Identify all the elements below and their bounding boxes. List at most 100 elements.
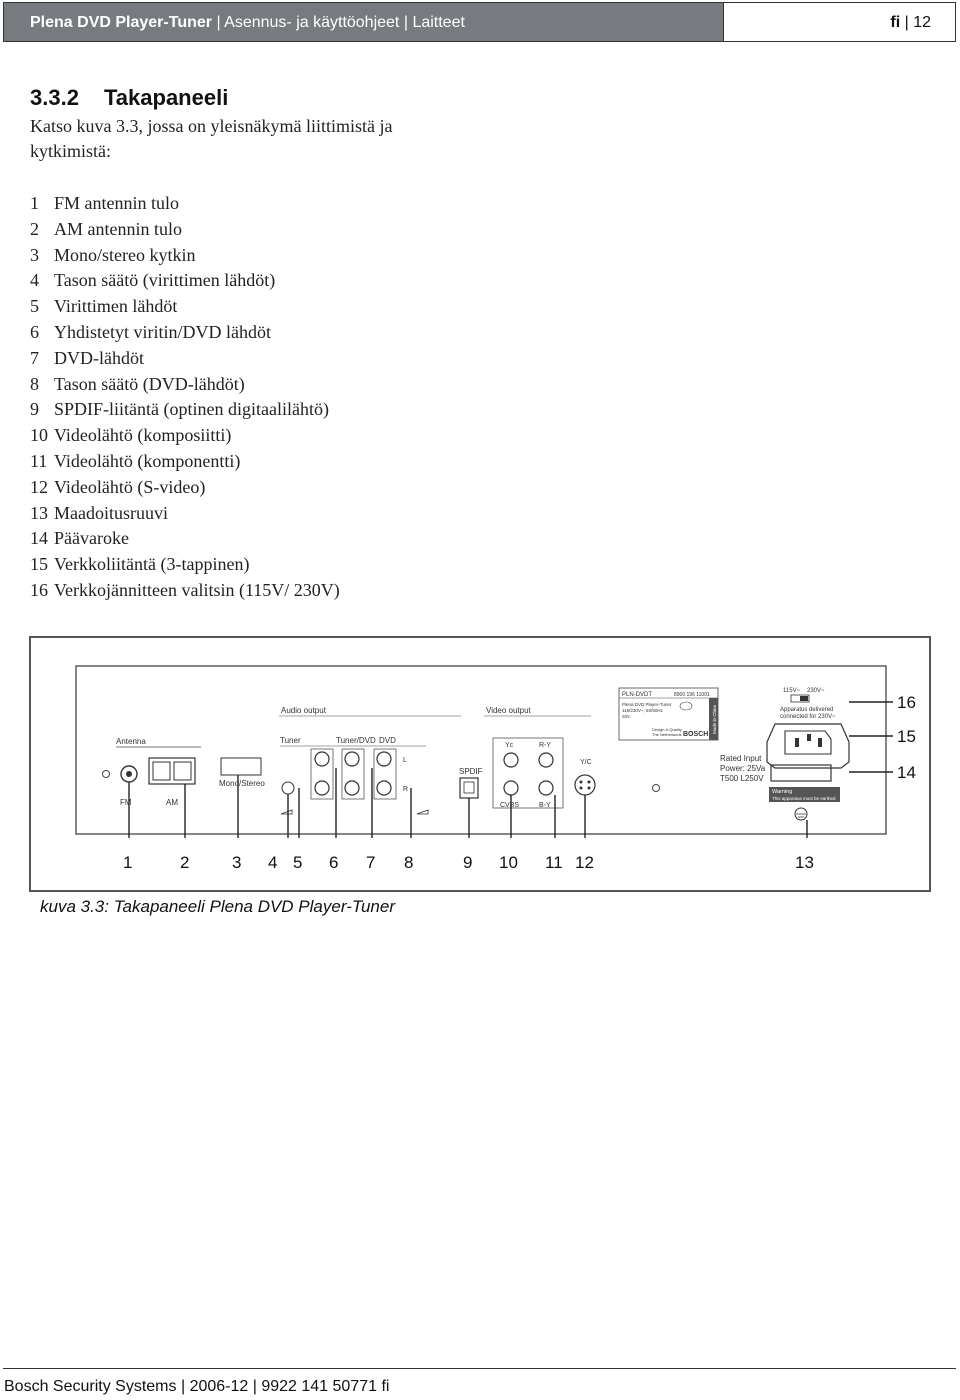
header-product: Plena DVD Player-Tuner	[30, 14, 212, 31]
figure-caption: kuva 3.3: Takapaneeli Plena DVD Player-T…	[40, 897, 395, 916]
header-page-info: fi | 12	[724, 2, 956, 42]
list-item: 15 Verkkoliitäntä (3-tappinen)	[30, 552, 340, 578]
callout-8: 8	[404, 853, 413, 872]
tuner-dvd-label: Tuner/DVD	[336, 736, 376, 745]
power-label: Power: 25Va	[720, 764, 766, 773]
mono-stereo-label: Mono/Stereo	[219, 779, 265, 788]
dvd-output-frame	[373, 748, 397, 800]
fuse-rating-label: T500 L250V	[720, 774, 764, 783]
rca-connectors	[314, 751, 392, 796]
screw-hole	[652, 784, 660, 792]
am-connector	[148, 757, 196, 785]
footer-lang: fi	[381, 1378, 390, 1395]
list-item: 2 AM antennin tulo	[30, 217, 340, 243]
callout-leaders	[128, 701, 893, 838]
footer-separator: |	[180, 1378, 190, 1395]
callout-13: 13	[795, 853, 814, 872]
header-separator: |	[403, 14, 413, 31]
callout-3: 3	[232, 853, 241, 872]
list-item-text: Tason säätö (DVD-lähdöt)	[54, 373, 245, 394]
list-item-number: 14	[30, 528, 48, 549]
230v-label: 230V~	[807, 688, 825, 694]
list-item-text: Videolähtö (komposiitti)	[54, 425, 232, 446]
rated-input-label: Rated Input	[720, 754, 762, 763]
list-item-text: FM antennin tulo	[54, 193, 179, 213]
rating-line-3: S/N:	[622, 714, 631, 719]
component-frame	[492, 737, 564, 809]
video-rca-connectors	[503, 752, 554, 796]
main-fuse-holder	[770, 764, 832, 782]
voltage-selector-slider	[800, 696, 808, 701]
fm-connector-pin	[126, 771, 132, 777]
list-item-number: 2	[30, 218, 39, 239]
rating-line-2: 115/230V~; 50/60Hz	[622, 708, 664, 713]
list-item-number: 11	[30, 450, 48, 471]
list-item-text: Videolähtö (komponentti)	[54, 450, 241, 471]
list-item: 1 FM antennin tulo	[30, 191, 340, 217]
list-item-number: 9	[30, 399, 39, 420]
audio-output-label: Audio output	[281, 706, 327, 715]
bosch-logo: BOSCH	[683, 731, 708, 738]
list-item-text: AM antennin tulo	[54, 218, 182, 239]
tuner-dvd-output-frame	[341, 748, 365, 800]
tuner-label: Tuner	[280, 736, 301, 745]
spdif-connector	[459, 777, 479, 799]
rating-country: The Netherlands	[652, 732, 682, 737]
svideo-label: Y/C	[580, 759, 592, 766]
callout-9: 9	[463, 853, 472, 872]
earth-pin	[807, 734, 811, 741]
header-separator: |	[904, 14, 914, 31]
made-in-strip	[709, 698, 718, 740]
rear-panel-figure: Antenna FM AM Mono/Stereo Audio output T…	[29, 636, 931, 892]
fm-label: FM	[120, 798, 132, 807]
tuner-output-frame	[310, 748, 334, 800]
left-channel-label: L	[403, 757, 407, 764]
callout-10: 10	[499, 853, 518, 872]
callout-12: 12	[575, 853, 594, 872]
header-page-number: 12	[913, 14, 931, 31]
rating-code: 8900 196 11001	[674, 692, 710, 698]
list-item-number: 16	[30, 579, 48, 600]
list-item-number: 1	[30, 193, 39, 213]
footer-company: Bosch Security Systems	[4, 1378, 177, 1395]
callout-2: 2	[180, 853, 189, 872]
list-item-number: 15	[30, 554, 48, 575]
panel-outline	[75, 665, 887, 835]
page-footer: Bosch Security Systems | 2006-12 | 9922 …	[4, 1378, 389, 1396]
header-separator: |	[216, 14, 225, 31]
tuner-level-trim	[281, 781, 295, 795]
list-item-number: 3	[30, 244, 39, 265]
section-intro: Katso kuva 3.3, jossa on yleisnäkymä lii…	[30, 116, 393, 161]
footer-rule	[3, 1368, 956, 1369]
cert-mark-icon	[679, 701, 693, 711]
r-y-label: R-Y	[539, 742, 551, 749]
callout-1: 1	[123, 853, 132, 872]
list-item-number: 10	[30, 425, 48, 446]
header-lang: fi	[890, 14, 901, 31]
list-item-text: Virittimen lähdöt	[54, 296, 178, 317]
dvd-label: DVD	[379, 736, 396, 745]
list-item-text: Verkkoliitäntä (3-tappinen)	[54, 554, 250, 575]
header-section: Asennus- ja käyttöohjeet	[224, 14, 400, 31]
callout-15: 15	[897, 727, 916, 746]
cvbs-label: CVBS	[500, 802, 519, 809]
rear-panel-drawing: Antenna FM AM Mono/Stereo Audio output T…	[75, 665, 916, 872]
svideo-pins	[579, 780, 591, 790]
level-icon	[416, 809, 429, 815]
made-in-label: Made in China	[712, 704, 717, 734]
section-number: 3.3.2	[30, 85, 79, 110]
antenna-label: Antenna	[116, 737, 146, 746]
list-item: 10 Videolähtö (komposiitti)	[30, 423, 340, 449]
am-terminal-2	[173, 761, 192, 781]
list-item-number: 6	[30, 321, 39, 342]
screw-hole	[102, 770, 110, 778]
